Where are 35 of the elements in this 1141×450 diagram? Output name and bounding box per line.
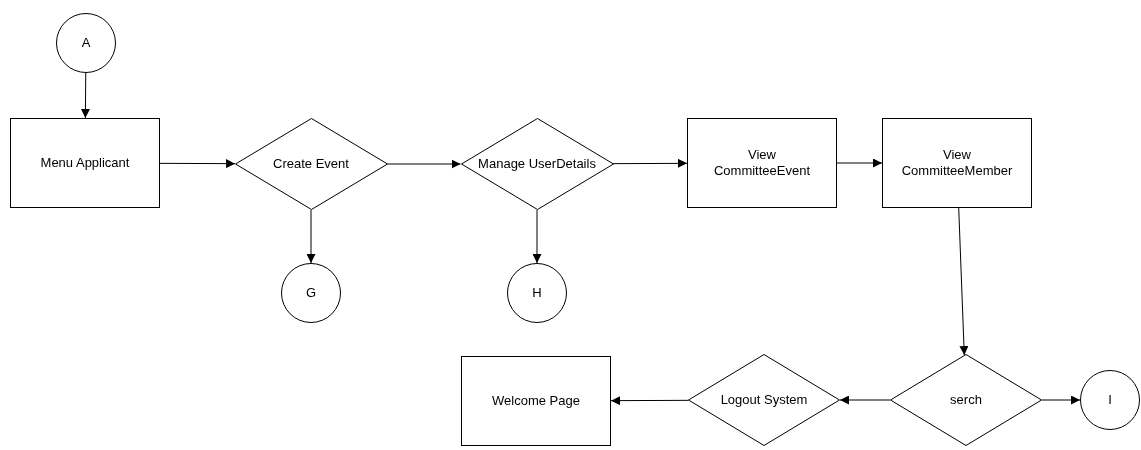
arrow <box>159 159 236 169</box>
arrow <box>610 396 690 406</box>
decision-label: serch <box>950 391 982 409</box>
decision-label: Logout System <box>720 391 808 409</box>
arrow <box>958 207 969 356</box>
connector-label: I <box>1108 391 1112 409</box>
decision-diamond <box>890 354 1042 446</box>
process-box <box>461 356 611 446</box>
connector-label: A <box>81 34 91 52</box>
connector-label: G <box>305 284 317 302</box>
connector-circle <box>56 13 116 73</box>
arrow <box>387 159 461 169</box>
arrow <box>532 209 542 264</box>
process-label: Welcome Page <box>492 392 580 410</box>
process-box <box>882 118 1032 208</box>
arrow <box>80 72 90 119</box>
arrow <box>1041 395 1081 405</box>
arrow <box>836 158 883 168</box>
connector-label: H <box>532 284 542 302</box>
connector-circle <box>1080 370 1140 430</box>
arrow <box>612 158 688 168</box>
process-box <box>10 118 160 208</box>
arrow <box>306 209 316 264</box>
decision-diamond <box>688 354 840 446</box>
process-box <box>687 118 837 208</box>
connector-circle <box>507 263 567 323</box>
decision-diamond <box>460 118 614 210</box>
process-label: View CommitteeMember <box>900 146 1014 180</box>
process-label: Menu Applicant <box>40 154 130 172</box>
decision-label: Create Event <box>273 155 349 173</box>
connector-circle <box>281 263 341 323</box>
decision-diamond <box>234 118 388 210</box>
arrow <box>839 395 891 405</box>
decision-label: Manage UserDetails <box>478 155 596 173</box>
process-label: View CommitteeEvent <box>712 146 812 180</box>
